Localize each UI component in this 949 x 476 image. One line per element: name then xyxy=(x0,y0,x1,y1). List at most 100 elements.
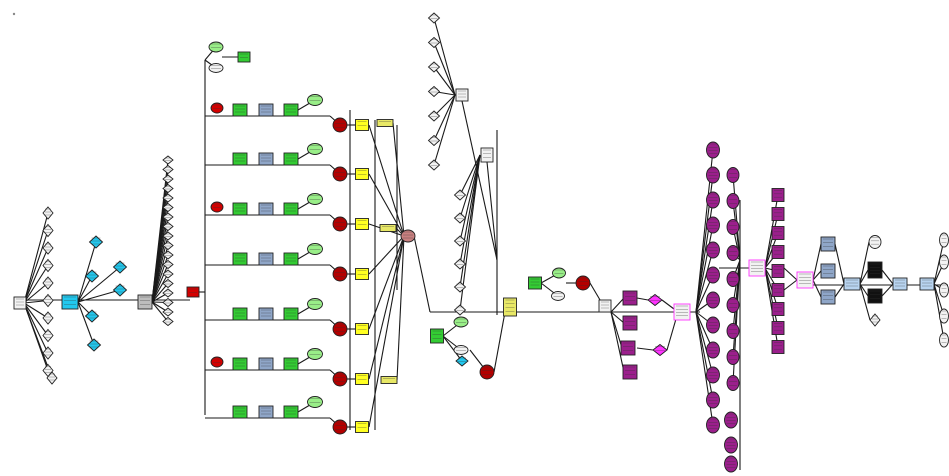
purple-rect-node xyxy=(771,226,785,240)
cyan-diamond-node-shape xyxy=(84,269,100,283)
green-rect-node-shape xyxy=(528,276,542,290)
yellow-rect-node xyxy=(355,323,369,335)
white-diamond-node-shape xyxy=(427,110,441,122)
green-rect-node-shape xyxy=(430,328,444,344)
white-rect-node-shape xyxy=(480,147,494,163)
green-rect-node xyxy=(283,357,299,371)
dark-red-circle-node-shape xyxy=(332,371,348,387)
steel-blue-rect-node-shape xyxy=(258,103,274,117)
red-splitter-node-shape xyxy=(186,286,200,298)
magenta-outline-node xyxy=(748,259,766,277)
light-green-ellipse-node-shape xyxy=(552,267,566,279)
white-diamond-node xyxy=(869,313,881,327)
purple-rect-node-shape xyxy=(771,226,785,240)
green-rect-node xyxy=(232,103,248,117)
purple-ellipse-node-shape xyxy=(724,455,738,473)
edge xyxy=(23,230,49,304)
purple-ellipse-node xyxy=(706,241,720,259)
magenta-outline-node-shape xyxy=(673,303,691,321)
white-rect-node-shape xyxy=(598,299,612,313)
white-diamond-node-shape xyxy=(46,371,58,385)
purple-ellipse-node-shape xyxy=(724,436,738,454)
white-diamond-node xyxy=(162,269,174,279)
red-ellipse-node-shape xyxy=(210,102,224,114)
purple-rect-node xyxy=(771,321,785,335)
yellow-rect-node-shape xyxy=(355,268,369,280)
green-rect-node-shape xyxy=(283,252,299,266)
edge xyxy=(442,335,463,362)
magenta-outline-node xyxy=(796,271,814,289)
purple-rect-node-shape xyxy=(622,315,638,331)
white-diamond-node-shape xyxy=(869,313,881,327)
white-diamond-node xyxy=(427,134,441,147)
green-rect-node xyxy=(237,51,251,63)
white-diamond-node xyxy=(42,293,54,308)
cyan-diamond-node xyxy=(88,235,104,249)
light-green-ellipse-node xyxy=(208,41,224,53)
olive-rect-node-shape xyxy=(379,224,397,232)
purple-ellipse-node-shape xyxy=(726,349,740,365)
edge xyxy=(151,264,169,303)
white-diamond-node xyxy=(162,212,174,222)
light-green-ellipse-node-shape xyxy=(307,396,323,408)
white-diamond-node xyxy=(162,231,174,241)
edge xyxy=(486,161,498,261)
white-diamond-node-shape xyxy=(42,258,54,273)
light-blue-rect-node xyxy=(892,277,908,291)
purple-rect-node-shape xyxy=(771,188,785,202)
dark-red-circle-node xyxy=(332,321,348,337)
light-green-ellipse-node-shape xyxy=(307,243,323,255)
cyan-diamond-node xyxy=(112,260,128,274)
purple-ellipse-node xyxy=(706,191,720,209)
white-rect-node xyxy=(480,147,494,163)
red-ellipse-node-shape xyxy=(210,201,224,213)
light-green-ellipse-node-shape xyxy=(307,143,323,155)
white-rect-node xyxy=(598,299,612,313)
purple-rect-node-shape xyxy=(771,245,785,259)
dark-red-circle-node xyxy=(332,117,348,133)
purple-rect-node-shape xyxy=(771,340,785,354)
purple-ellipse-node-shape xyxy=(706,341,720,359)
purple-rect-node-shape xyxy=(620,340,636,356)
purple-ellipse-node xyxy=(726,375,740,391)
purple-ellipse-node xyxy=(706,316,720,334)
red-ellipse-node-shape xyxy=(210,356,224,368)
purple-ellipse-node-shape xyxy=(706,141,720,159)
white-diamond-node-shape xyxy=(427,85,441,98)
green-rect-node-shape xyxy=(283,357,299,371)
edge xyxy=(77,289,121,303)
purple-ellipse-node-shape xyxy=(726,297,740,313)
white-diamond-node-shape xyxy=(42,328,54,343)
white-ellipse-node-shape xyxy=(208,63,224,73)
dark-red-circle-node xyxy=(332,216,348,232)
light-blue-rect-node-shape xyxy=(843,277,861,291)
edge xyxy=(433,42,456,96)
purple-ellipse-node xyxy=(726,193,740,209)
edge xyxy=(881,283,894,297)
white-ellipse-node xyxy=(551,291,565,301)
white-diamond-node xyxy=(42,276,54,290)
purple-ellipse-node-shape xyxy=(706,366,720,384)
white-ellipse-node xyxy=(939,254,949,270)
purple-ellipse-node-shape xyxy=(706,266,720,284)
white-diamond-node xyxy=(427,36,441,49)
purple-rect-node xyxy=(622,315,638,331)
white-diamond-node-shape xyxy=(453,189,467,201)
edge xyxy=(834,243,845,285)
purple-rect-node xyxy=(771,264,785,278)
purple-ellipse-node xyxy=(706,141,720,159)
white-diamond-node xyxy=(453,258,467,270)
green-rect-node-shape xyxy=(232,202,248,216)
purple-rect-node xyxy=(622,290,638,306)
green-rect-node xyxy=(232,357,248,371)
purple-ellipse-node-shape xyxy=(706,216,720,234)
edge xyxy=(695,224,714,313)
light-green-ellipse-node-shape xyxy=(307,298,323,310)
purple-ellipse-node-shape xyxy=(726,219,740,235)
green-rect-node-shape xyxy=(232,252,248,266)
edge xyxy=(151,301,169,322)
steel-blue-rect-node xyxy=(820,289,836,305)
edge xyxy=(461,100,498,261)
green-rect-node xyxy=(232,202,248,216)
magenta-diamond-node xyxy=(652,343,668,357)
